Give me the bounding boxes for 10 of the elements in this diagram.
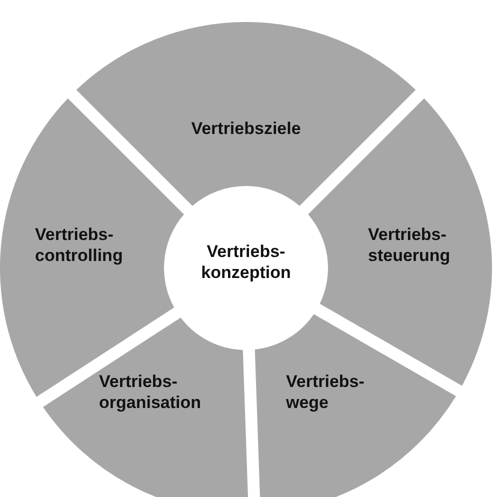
- segment-label: Vertriebs- steuerung: [368, 224, 452, 266]
- segment-label: Vertriebsziele: [190, 118, 302, 138]
- ring-segment: [76, 22, 416, 206]
- segment-label: Vertriebs- wege: [286, 371, 366, 413]
- ring-segment: [0, 98, 184, 397]
- ring-segment: [43, 318, 249, 497]
- ring-segment: [254, 314, 456, 497]
- segment-label: Vertriebs- organisation: [99, 371, 202, 413]
- segment-label: Vertriebs- konzeption: [200, 241, 292, 283]
- segment-label: Vertriebs- controlling: [35, 224, 124, 266]
